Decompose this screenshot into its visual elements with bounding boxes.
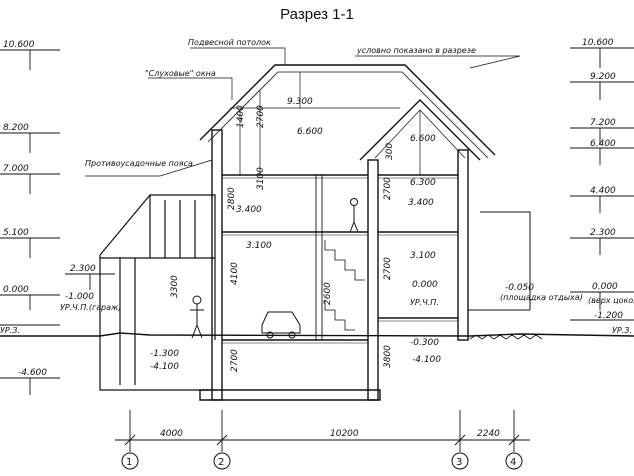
level-value: 3.100 [246,241,272,251]
vertical-dimension: 2600 [323,282,333,305]
axis-dimension: 4000 [160,429,183,439]
axis-number: 4 [510,457,516,468]
vertical-dimension: 2800 [227,187,237,210]
level-value: 0.000 [592,282,618,292]
vertical-dimension: 1400 [236,105,246,128]
vertical-dimension: 4100 [230,262,240,285]
vertical-dimension: 3100 [256,167,266,190]
vertical-dimension: 2700 [383,177,393,200]
stairs [324,240,365,331]
floor-level-label: УР.Ч.П. [410,298,439,307]
vertical-dimension: 2700 [383,257,393,280]
ground-line [0,332,634,340]
vertical-dimension: 300 [385,143,395,160]
level-value: -1.200 [594,311,623,321]
vertical-dimension: 3800 [383,345,393,368]
level-value: 2.300 [590,228,616,238]
level-value: 6.400 [590,139,616,149]
leader-lines [85,47,521,177]
human-figure [190,295,204,339]
level-value: 0.000 [3,285,29,295]
level-value: 7.000 [3,164,29,174]
main-walls [199,129,469,401]
axis-markers [121,452,523,470]
level-value: 9.200 [590,72,616,82]
level-value: 2.300 [70,264,96,274]
level-value: 7.200 [590,118,616,128]
level-value: -0.050 [505,283,534,293]
human-figure [349,198,359,233]
vertical-dimension: 2700 [230,349,240,372]
terrace [468,211,531,311]
belts-label: Противоусадочные пояса [85,159,193,168]
garage-wing [99,194,216,391]
level-value: -1.000 [65,292,94,302]
level-value: -4.100 [150,362,179,372]
level-value: 0.000 [412,280,438,290]
axis-dimension-line [115,410,530,452]
level-value: -4.600 [18,368,47,378]
level-value: 6.600 [410,134,436,144]
level-value: -1.300 [150,349,179,359]
level-value: -4.100 [412,355,441,365]
axis-number: 1 [126,457,132,468]
level-value: 4.400 [590,186,616,196]
level-value: 10.600 [582,38,614,48]
axis-number: 2 [218,457,224,468]
axis-number: 3 [456,457,462,468]
ceiling-label: Подвесной потолок [188,38,271,47]
level-value: 3.100 [410,251,436,261]
roof [199,64,496,175]
roof-note-label: условно показано в разрезе [356,46,476,55]
level-value: 10.600 [3,40,35,50]
vertical-dimension: 3300 [170,275,180,298]
level-value: -0.300 [410,338,439,348]
garage-floor-label: УР.Ч.П.(гараж) [60,303,121,312]
ground-level-label: УР.З. [612,326,632,335]
level-markers [0,47,634,395]
level-value: 6.300 [410,178,436,188]
level-value: 8.200 [3,123,29,133]
dormer-label: "Слуховые" окна [145,69,216,78]
level-value: 9.300 [287,97,313,107]
level-value: 5.100 [3,228,29,238]
car-figure [261,311,301,339]
apex-note-label: (верх цоколя) [588,296,634,305]
terrace-note-label: (площадка отдыха) [500,293,583,302]
axis-dimension: 2240 [477,429,500,439]
level-value: 6.600 [297,127,323,137]
vertical-dimension: 2700 [256,105,266,128]
level-value: 3.400 [236,205,262,215]
axis-dimension: 10200 [330,429,359,439]
level-value: 3.400 [408,198,434,208]
drawing-title: Разрез 1-1 [280,6,354,23]
ground-level-label: УР.З. [0,326,20,335]
